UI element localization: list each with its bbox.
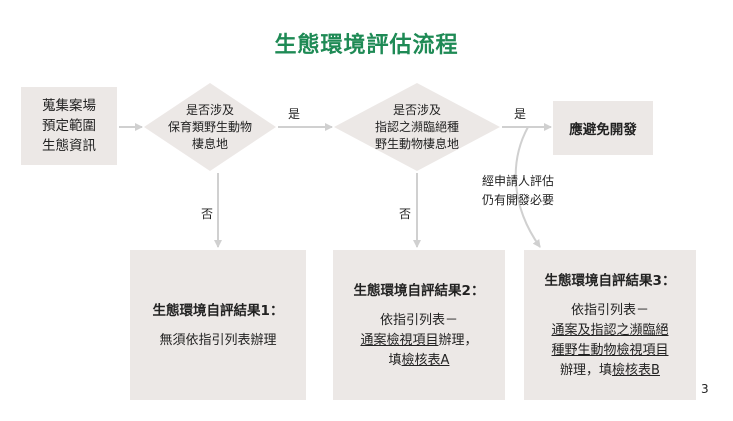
arrow-avoid-to-result3 [514, 126, 541, 248]
page-title: 生態環境評估流程 [274, 33, 459, 58]
start-line-3: 生態資訊 [42, 138, 96, 154]
result-box-3: 生態環境自評結果3： 依指引列表－ 通案及指認之瀕臨絕 種野生動物檢視項目 辦理… [524, 250, 696, 400]
appeal-note: 經申請人評估 仍有開發必要 [472, 172, 564, 210]
decision2-line-1: 是否涉及 [392, 103, 441, 117]
checklist-b: 檢核表B [612, 363, 660, 378]
result2-line-1: 依指引列表－ [379, 313, 458, 328]
result-box-2: 生態環境自評結果2： 依指引列表－ 通案檢視項目辦理， 填檢核表A [333, 250, 505, 400]
result3-line4-pre: 辦理，填 [560, 363, 613, 378]
decision1-line-2: 保育類野生動物 [167, 120, 252, 134]
start-box: 蒐集案場 預定範圍 生態資訊 [21, 87, 117, 165]
result2-general-items: 通案檢視項目 [360, 333, 439, 348]
result2-body: 依指引列表－ 通案檢視項目辦理， 填檢核表A [360, 311, 477, 371]
result2-line-2: 通案檢視項目辦理， [360, 331, 477, 351]
result3-line-2: 通案及指認之瀕臨絕 [551, 321, 668, 341]
decision2-line-3: 野生動物棲息地 [374, 137, 459, 151]
result3-line3-underlined: 種野生動物檢視項目 [551, 343, 669, 358]
start-line-2: 預定範圍 [42, 118, 96, 134]
yes-label-1: 是 [288, 107, 301, 121]
decision2-text: 是否涉及 指認之瀕臨絕種 野生動物棲息地 [337, 102, 497, 153]
no-label-1: 否 [201, 207, 214, 221]
decision-diamond-1 [144, 83, 276, 171]
decision1-line-3: 棲息地 [191, 137, 228, 151]
appeal-line-2: 仍有開發必要 [481, 193, 554, 207]
checklist-a: 檢核表A [401, 353, 450, 368]
result3-line-1: 依指引列表－ [570, 303, 649, 318]
result3-line-4: 辦理，填檢核表B [551, 361, 668, 381]
decision2-line-2: 指認之瀕臨絕種 [374, 120, 459, 134]
decision-diamond-2 [334, 83, 500, 171]
result2-line2-rest: 辦理， [438, 333, 478, 348]
result3-title: 生態環境自評結果3： [544, 273, 676, 289]
result-box-1: 生態環境自評結果1： 無須依指引列表辦理 [130, 250, 306, 400]
result3-body: 依指引列表－ 通案及指認之瀕臨絕 種野生動物檢視項目 辦理，填檢核表B [551, 301, 668, 381]
avoid-development-box: 應避免開發 [553, 101, 653, 155]
appeal-line-1: 經申請人評估 [481, 174, 554, 188]
decision1-text: 是否涉及 保育類野生動物 棲息地 [150, 102, 270, 153]
yes-label-2: 是 [514, 107, 527, 121]
no-label-2: 否 [399, 207, 412, 221]
result1-title: 生態環境自評結果1： [152, 303, 284, 319]
result2-line-3: 填檢核表A [360, 351, 477, 371]
result1-line: 無須依指引列表辦理 [159, 333, 277, 348]
result2-title: 生態環境自評結果2： [353, 283, 485, 299]
start-line-1: 蒐集案場 [42, 98, 96, 114]
page-number: 3 [701, 382, 709, 396]
result3-line-3: 種野生動物檢視項目 [551, 341, 668, 361]
result3-line2-underlined: 通案及指認之瀕臨絕 [551, 323, 669, 338]
decision1-line-1: 是否涉及 [185, 103, 234, 117]
result2-line3-pre: 填 [388, 353, 402, 368]
